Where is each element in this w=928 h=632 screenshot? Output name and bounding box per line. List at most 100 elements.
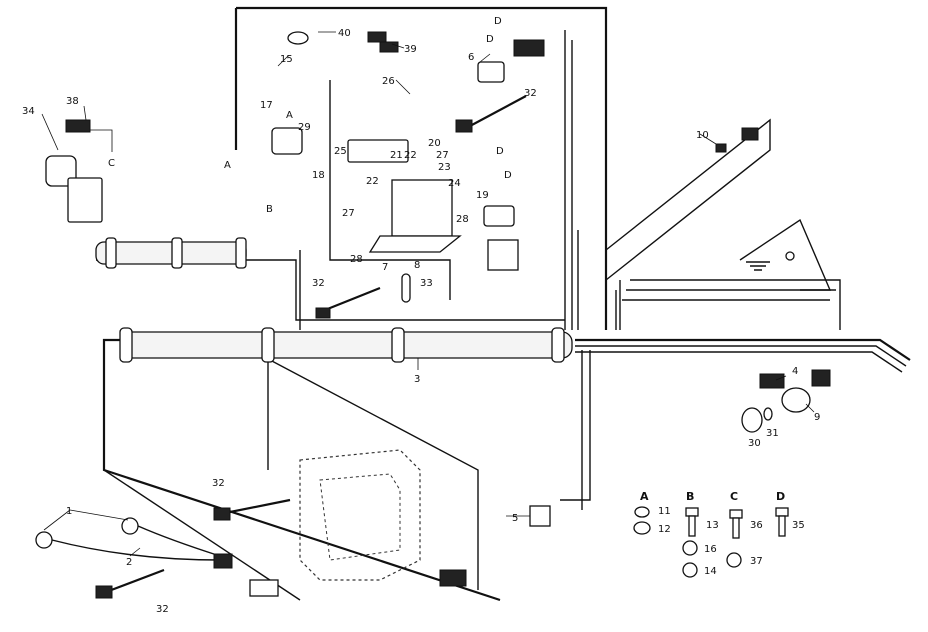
key-letter-d: D — [776, 490, 785, 503]
label-part-26: 26 — [382, 76, 395, 87]
key-letter-c: C — [730, 490, 738, 503]
label-part-17: 17 — [260, 100, 273, 111]
label-part-28a: 28 — [456, 214, 469, 225]
part-14-lockwasher — [682, 562, 698, 578]
label-part-32-upper: 32 — [312, 278, 325, 289]
label-part-4: 4 — [792, 366, 798, 377]
label-part-36: 36 — [750, 520, 763, 531]
label-part-5: 5 — [512, 513, 518, 524]
components — [35, 31, 831, 599]
part-33 — [401, 273, 411, 303]
part-19-switch — [483, 205, 515, 227]
label-part-33: 33 — [420, 278, 433, 289]
letter-a-2: A — [224, 160, 231, 171]
label-part-28b: 28 — [350, 254, 363, 265]
label-part-32-bottom: 32 — [156, 604, 169, 615]
label-part-39: 39 — [404, 44, 417, 55]
part-29-solenoid — [271, 127, 303, 155]
label-part-40: 40 — [338, 28, 351, 39]
key-letter-a: A — [640, 490, 649, 503]
letter-b-1: B — [266, 204, 273, 215]
part-32-wire-bottom — [105, 568, 165, 594]
connector-top — [513, 39, 545, 57]
label-part-22a: 22 — [404, 150, 417, 161]
label-part-22b: 22 — [366, 176, 379, 187]
label-part-21: 21 — [390, 150, 403, 161]
engine-outline — [299, 449, 421, 581]
harness-tubes — [95, 237, 573, 363]
letter-c-1: C — [108, 158, 115, 169]
label-part-9: 9 — [814, 412, 820, 423]
label-part-34: 34 — [22, 106, 35, 117]
upper-harness-tube — [95, 241, 247, 265]
part-11-nut — [634, 506, 650, 518]
part-1-bulb-right — [121, 517, 139, 535]
part-10 — [715, 143, 727, 153]
label-part-6: 6 — [468, 52, 474, 63]
label-part-16: 16 — [704, 544, 717, 555]
label-part-35: 35 — [792, 520, 805, 531]
label-part-7: 7 — [382, 262, 388, 273]
label-part-38: 38 — [66, 96, 79, 107]
part-6-switch — [477, 61, 505, 83]
label-part-15: 15 — [280, 54, 293, 65]
label-part-12: 12 — [658, 524, 671, 535]
part-37-lockwasher — [726, 552, 742, 568]
part-38-bracket — [65, 119, 91, 133]
label-part-30: 30 — [748, 438, 761, 449]
label-part-24: 24 — [448, 178, 461, 189]
label-part-1: 1 — [66, 506, 72, 517]
label-part-11: 11 — [658, 506, 671, 517]
part-12-nut — [633, 521, 651, 535]
part-16-lockwasher — [682, 540, 698, 556]
frame-wires — [96, 6, 911, 602]
letter-a-1: A — [286, 110, 293, 121]
part-labels: 1 2 3 4 5 6 7 8 9 10 11 12 13 14 15 16 1… — [22, 28, 820, 615]
ground-symbol — [746, 261, 770, 271]
label-part-14: 14 — [704, 566, 717, 577]
connector-bottom-left — [249, 579, 279, 597]
label-part-37: 37 — [750, 556, 763, 567]
letter-d-4: D — [504, 170, 512, 181]
connector-19 — [487, 239, 519, 271]
part-32-wire-lower — [219, 498, 291, 516]
hardware-key — [633, 506, 789, 578]
letter-d-3: D — [496, 146, 504, 157]
letter-d-1: D — [494, 16, 502, 27]
label-part-19: 19 — [476, 190, 489, 201]
part-40-washer — [287, 31, 309, 45]
part-13-bolt-head — [685, 507, 699, 517]
part-1-bulb-left — [35, 531, 53, 549]
leader-lines — [41, 31, 815, 557]
part-4-key — [759, 373, 785, 389]
connector-bottom-right — [439, 569, 467, 587]
part-25-holder — [347, 139, 409, 163]
part-32-wire-top — [469, 95, 527, 127]
letter-d-2: D — [486, 34, 494, 45]
label-part-23: 23 — [438, 162, 451, 173]
part-9-ignition-switch — [781, 387, 811, 413]
label-part-18: 18 — [312, 170, 325, 181]
part-31-washer — [763, 407, 773, 421]
label-part-10: 10 — [696, 130, 709, 141]
label-part-8: 8 — [414, 260, 420, 271]
part-5-clip — [529, 505, 551, 527]
part-35-bolt-head — [775, 507, 789, 517]
label-part-32-lower: 32 — [212, 478, 225, 489]
part-24-battery — [391, 179, 453, 237]
label-part-31: 31 — [766, 428, 779, 439]
part-39-clip — [367, 31, 387, 43]
label-part-2: 2 — [126, 557, 132, 568]
label-part-20: 20 — [428, 138, 441, 149]
label-part-25: 25 — [334, 146, 347, 157]
label-part-3: 3 — [414, 374, 420, 385]
main-harness-tube — [121, 331, 573, 359]
part-30-nut — [741, 407, 763, 433]
part-36-bolt-head — [729, 509, 743, 519]
label-part-27b: 27 — [342, 208, 355, 219]
label-part-32-top: 32 — [524, 88, 537, 99]
connection-letters: A A B C D D D D A B C D — [108, 16, 785, 503]
label-part-29: 29 — [298, 122, 311, 133]
